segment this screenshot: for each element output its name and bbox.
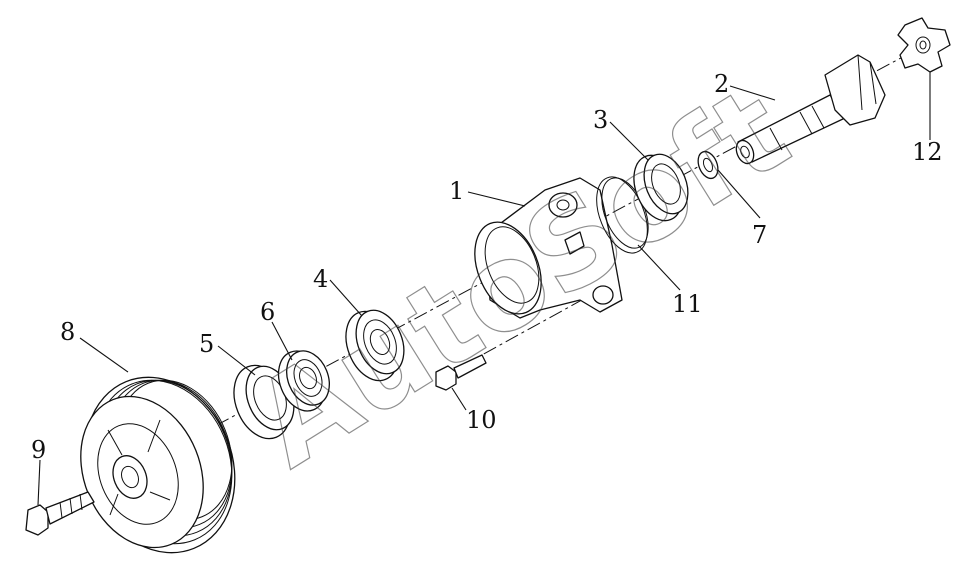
- callout-5: 5: [199, 330, 214, 358]
- shaft-part-2: [735, 54, 886, 165]
- impeller-part-12: [897, 17, 951, 73]
- bearing-part-4: [345, 309, 405, 382]
- housing-part-1: [474, 177, 623, 319]
- callout-3: 3: [593, 106, 608, 134]
- callout-9: 9: [31, 436, 46, 464]
- bolt-part-10: [435, 354, 487, 391]
- bearing-part-6: [277, 350, 330, 412]
- callout-2: 2: [714, 70, 729, 98]
- bolt-part-9: [25, 491, 95, 536]
- seal-part-5: [233, 364, 295, 440]
- callout-12: 12: [912, 138, 943, 166]
- callout-1: 1: [449, 177, 464, 205]
- callout-4: 4: [313, 265, 328, 293]
- pulley-part-8: [80, 376, 236, 554]
- callout-7: 7: [752, 221, 767, 249]
- washer-part-7: [697, 150, 719, 180]
- callout-10: 10: [466, 406, 497, 434]
- leader-lines: [37, 72, 931, 506]
- seal-part-3: [633, 153, 689, 222]
- callout-6: 6: [260, 298, 275, 326]
- callout-11: 11: [672, 290, 703, 318]
- callout-8: 8: [60, 318, 75, 346]
